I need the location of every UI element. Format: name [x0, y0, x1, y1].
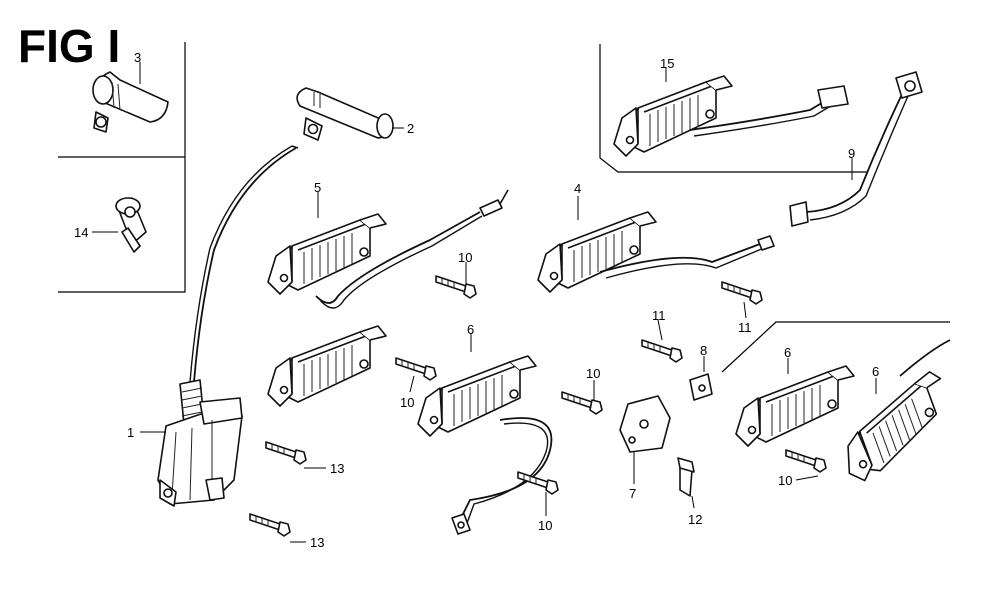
- callout-15: 15: [660, 56, 674, 71]
- bolt-13-b: [249, 513, 291, 537]
- callout-6-center: 6: [467, 322, 474, 337]
- callout-11-b: 11: [738, 320, 752, 335]
- callout-9: 9: [848, 146, 855, 161]
- callout-1: 1: [127, 425, 134, 440]
- bolt-12: [677, 457, 695, 497]
- callout-10-b: 10: [400, 395, 414, 410]
- bolt-10-a: [435, 275, 477, 299]
- part-5-charge-coil: [267, 189, 509, 407]
- bolt-10-b: [395, 357, 437, 381]
- part-6-coil-center: [417, 355, 553, 535]
- callout-10-c: 10: [586, 366, 600, 381]
- part-4-coil: [537, 211, 775, 293]
- callout-7: 7: [629, 486, 636, 501]
- part-6-coil-inset-a: [735, 365, 855, 447]
- callout-6-inset-a: 6: [784, 345, 791, 360]
- callout-3: 3: [134, 50, 141, 65]
- figure-title: FIG I: [18, 20, 120, 72]
- inset-box-bottom-right: [721, 321, 950, 373]
- bolt-13-a: [265, 441, 307, 465]
- inset-box-left: [58, 42, 186, 293]
- callout-2: 2: [407, 121, 414, 136]
- callout-12: 12: [688, 512, 702, 527]
- part-7-bracket: [619, 395, 671, 453]
- bolt-10-c: [561, 391, 603, 415]
- callout-11-a: 11: [652, 308, 666, 323]
- callout-10-a: 10: [458, 250, 472, 265]
- callout-4: 4: [574, 181, 581, 196]
- callout-10-d: 10: [538, 518, 552, 533]
- callout-13-a: 13: [330, 461, 344, 476]
- bolt-11-a: [641, 339, 683, 363]
- part-15-coil: [613, 75, 849, 157]
- part-6-coil-inset-b: [825, 339, 966, 486]
- callout-5: 5: [314, 180, 321, 195]
- callout-10-e: 10: [778, 473, 792, 488]
- bolt-10-e: [785, 449, 827, 473]
- callout-13-b: 13: [310, 535, 324, 550]
- callout-6-inset-b: 6: [872, 364, 879, 379]
- inset-box-top-right: [599, 44, 868, 173]
- bolt-11-b: [721, 281, 763, 305]
- part-3-plug-cap: [92, 71, 169, 133]
- part-8-clip: [689, 373, 713, 401]
- callout-14: 14: [74, 225, 88, 240]
- part-14-plug-cap: [115, 197, 147, 253]
- part-9-harness: [789, 71, 923, 227]
- part-2-plug-cap: [296, 87, 394, 141]
- part-1-ignition-coil: [157, 145, 299, 507]
- callout-8: 8: [700, 343, 707, 358]
